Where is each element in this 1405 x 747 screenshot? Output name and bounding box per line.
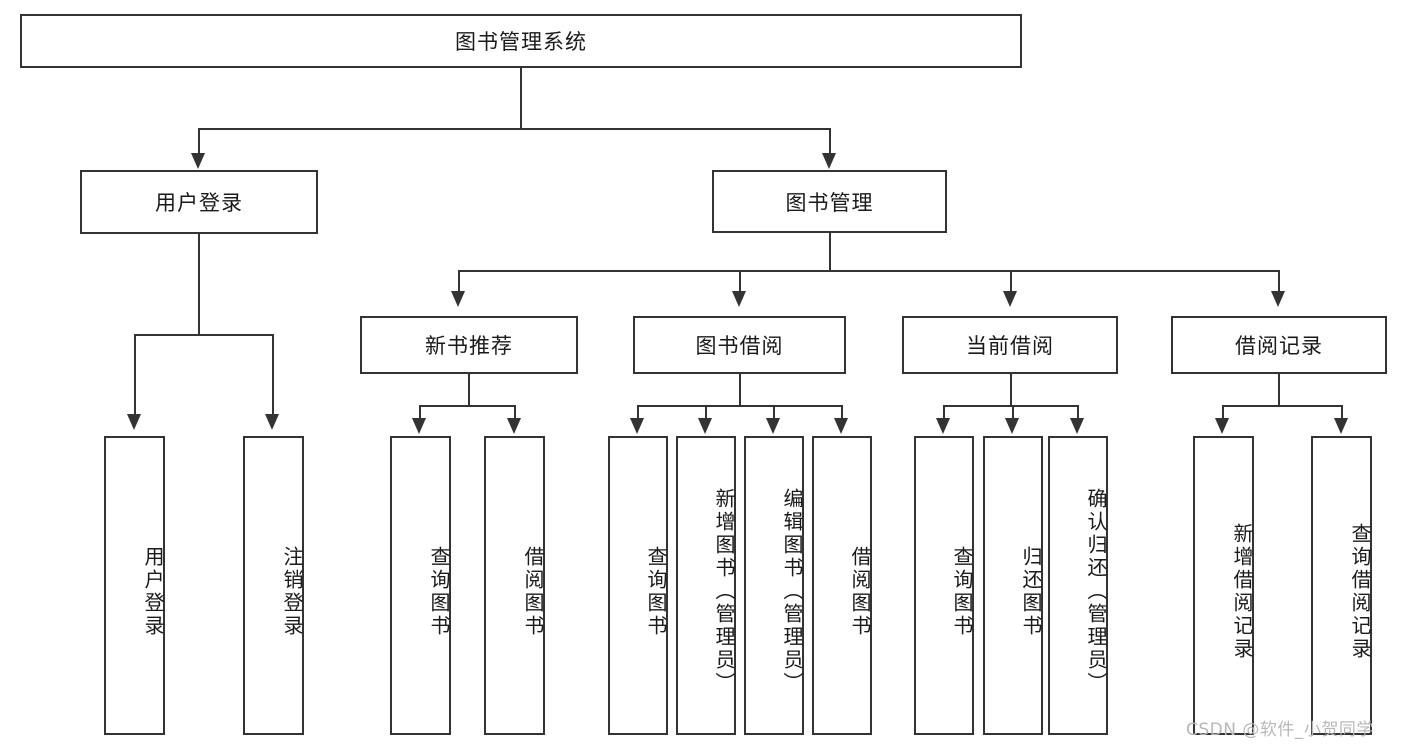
node-label: 新增借阅记录 (1230, 522, 1254, 661)
leaf-borrow-book-2[interactable]: 借阅图书 (812, 436, 872, 735)
connector-drop-leaf-add-record (1222, 405, 1224, 421)
node-label: 注销登录 (280, 545, 304, 638)
connector-drop-leaf-confirm-return (1077, 405, 1079, 421)
leaf-query-record[interactable]: 查询借阅记录 (1311, 436, 1372, 735)
node-book-management[interactable]: 图书管理 (712, 170, 947, 233)
connector-level2-drop-new-book (458, 270, 460, 295)
node-label: 用户登录 (141, 545, 165, 638)
node-label: 借阅记录 (1235, 334, 1323, 358)
connector-drop-leaf-query-book-1 (419, 405, 421, 421)
connector-drop-leaf-query-book-2 (637, 405, 639, 421)
node-label: 查询图书 (644, 545, 668, 638)
arrow-to-borrow-record (1271, 291, 1285, 307)
arrow-to-leaf-confirm-return (1070, 418, 1084, 434)
arrow-to-leaf-borrow-book-1 (507, 418, 521, 434)
arrow-to-user-login (191, 153, 205, 169)
arrow-to-book-manage (822, 153, 836, 169)
arrow-to-leaf-query-book-3 (936, 418, 950, 434)
connector-level1-bus (198, 128, 831, 130)
node-label: 查询图书 (950, 545, 974, 638)
connector-level2-drop-current-borrow (1010, 270, 1012, 295)
node-label: 归还图书 (1019, 545, 1043, 638)
leaf-add-record[interactable]: 新增借阅记录 (1193, 436, 1254, 735)
node-label: 图书借阅 (695, 334, 784, 358)
node-label: 借阅图书 (848, 545, 872, 638)
node-new-book-recommend[interactable]: 新书推荐 (360, 316, 578, 374)
leaf-borrow-book-1[interactable]: 借阅图书 (484, 436, 545, 735)
leaf-user-login[interactable]: 用户登录 (104, 436, 165, 735)
connector-borrow-record-stem (1278, 374, 1280, 405)
connector-level1-drop-user-login (198, 128, 200, 156)
arrow-to-book-borrow (732, 291, 746, 307)
leaf-add-book[interactable]: 新增图书（管理员） (676, 436, 736, 735)
connector-drop-leaf-borrow-book-1 (514, 405, 516, 421)
node-current-borrow[interactable]: 当前借阅 (902, 316, 1118, 374)
connector-user-login-stem (198, 234, 200, 334)
arrow-to-leaf-logout (265, 414, 279, 430)
leaf-query-book-2[interactable]: 查询图书 (608, 436, 668, 735)
arrow-to-current-borrow (1003, 291, 1017, 307)
arrow-to-leaf-query-record (1334, 418, 1348, 434)
leaf-query-book-3[interactable]: 查询图书 (914, 436, 974, 735)
connector-borrow-record-bus (1222, 405, 1342, 407)
connector-user-login-bus (134, 334, 273, 336)
arrow-to-leaf-query-book-2 (630, 418, 644, 434)
arrow-to-leaf-add-book (698, 418, 712, 434)
arrow-to-leaf-return-book (1005, 418, 1019, 434)
node-label: 确认归还（管理员） (1084, 488, 1108, 695)
arrow-to-leaf-add-record (1215, 418, 1229, 434)
node-label: 图书管理系统 (455, 30, 587, 54)
node-book-borrow[interactable]: 图书借阅 (633, 316, 846, 374)
node-borrow-record[interactable]: 借阅记录 (1171, 316, 1387, 374)
connector-drop-leaf-user-login (134, 334, 136, 418)
leaf-edit-book[interactable]: 编辑图书（管理员） (744, 436, 804, 735)
connector-new-book-bus (419, 405, 515, 407)
node-root-book-management-system[interactable]: 图书管理系统 (20, 14, 1022, 68)
node-label: 新书推荐 (425, 334, 513, 358)
node-label: 图书管理 (785, 190, 874, 215)
connector-level2-drop-book-borrow (739, 270, 741, 295)
connector-root-stem (520, 68, 522, 128)
arrow-to-leaf-edit-book (766, 418, 780, 434)
connector-drop-leaf-logout (272, 334, 274, 418)
connector-book-borrow-bus (637, 405, 842, 407)
node-label: 编辑图书（管理员） (780, 488, 804, 695)
node-label: 查询图书 (427, 545, 451, 638)
connector-drop-leaf-edit-book (773, 405, 775, 421)
arrow-to-new-book-recommend (451, 291, 465, 307)
watermark-text: CSDN @软件_小贺同学 (1186, 720, 1374, 740)
leaf-query-book-1[interactable]: 查询图书 (390, 436, 451, 735)
connector-book-borrow-stem (739, 374, 741, 405)
connector-drop-leaf-borrow-book-2 (841, 405, 843, 421)
leaf-confirm-return[interactable]: 确认归还（管理员） (1048, 436, 1108, 735)
connector-drop-leaf-query-book-3 (943, 405, 945, 421)
arrow-to-leaf-query-book-1 (412, 418, 426, 434)
connector-drop-leaf-query-record (1341, 405, 1343, 421)
node-label: 查询借阅记录 (1348, 522, 1372, 661)
connector-current-borrow-stem (1010, 374, 1012, 405)
arrow-to-leaf-borrow-book-2 (834, 418, 848, 434)
leaf-logout[interactable]: 注销登录 (243, 436, 304, 735)
connector-new-book-stem (468, 374, 470, 405)
connector-drop-leaf-return-book (1012, 405, 1014, 421)
node-user-login[interactable]: 用户登录 (80, 170, 318, 234)
leaf-return-book[interactable]: 归还图书 (983, 436, 1043, 735)
node-label: 当前借阅 (966, 334, 1054, 358)
connector-drop-leaf-add-book (705, 405, 707, 421)
connector-current-borrow-bus (943, 405, 1079, 407)
node-label: 用户登录 (155, 191, 243, 215)
node-label: 借阅图书 (521, 545, 545, 638)
connector-level2-drop-borrow-record (1278, 270, 1280, 295)
connector-book-manage-stem (829, 233, 831, 270)
connector-level1-drop-book-manage (829, 128, 831, 156)
connector-level2-bus (458, 270, 1279, 272)
arrow-to-leaf-user-login (127, 414, 141, 430)
node-label: 新增图书（管理员） (712, 488, 736, 695)
